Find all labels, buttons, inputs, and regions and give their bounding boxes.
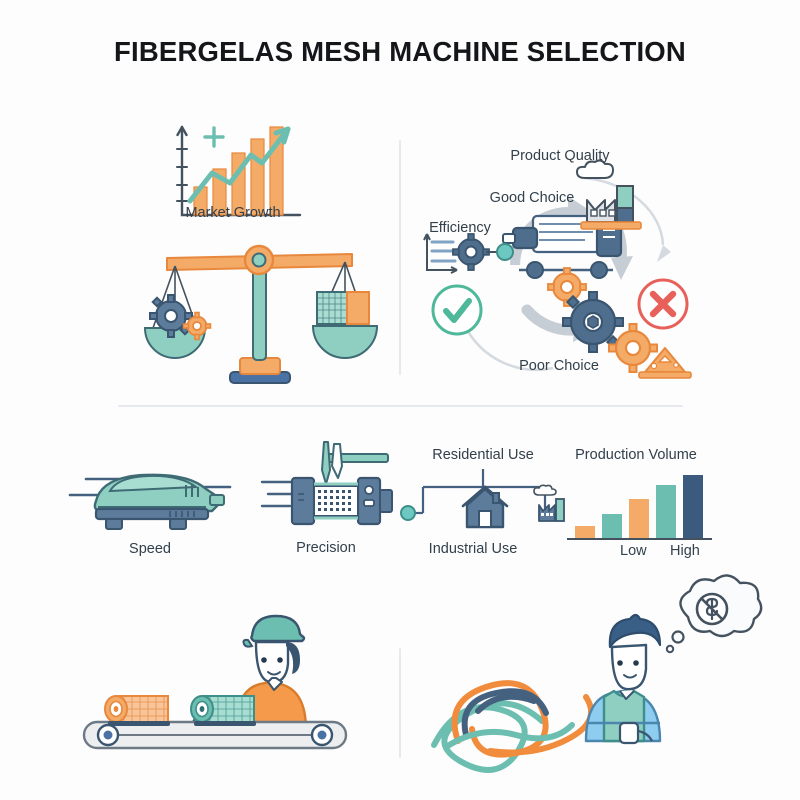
precision-machine-icon — [260, 441, 393, 526]
cycle-arrows-icon — [423, 159, 692, 379]
speed-label: Speed — [129, 541, 171, 557]
node-dot-icon — [400, 505, 416, 521]
product-quality-label: Product Quality — [510, 148, 610, 164]
check-circle-icon — [431, 284, 483, 336]
divider-vertical-bottom — [399, 648, 401, 758]
usage-panel: Residential Use Industrial Use — [400, 445, 565, 565]
poor-choice-label: Poor Choice — [519, 358, 599, 374]
efficiency-meter-icon — [423, 233, 514, 274]
page-title: FIBERGELAS MESH MACHINE SELECTION — [114, 36, 686, 67]
tangled-threads-icon — [431, 680, 594, 773]
industrial-use-label: Industrial Use — [428, 541, 518, 557]
precision-panel: Precision — [260, 440, 402, 565]
bar-chart-icon — [567, 475, 712, 540]
cross-circle-icon — [637, 278, 689, 330]
gears-icon — [562, 291, 624, 353]
no-money-icon — [665, 574, 763, 654]
bar-chart-growth-icon — [176, 125, 302, 217]
market-growth-label: Market Growth — [185, 205, 281, 221]
fast-machine-icon — [68, 473, 232, 530]
speed-panel: Speed — [68, 455, 240, 565]
choice-cycle-panel: Product Quality Good Choice Efficiency P… — [415, 140, 705, 385]
divider-vertical-top — [399, 140, 401, 375]
usage-tree-diagram — [400, 469, 565, 529]
conveyor-panel — [70, 612, 390, 762]
house-icon — [461, 485, 509, 529]
production-volume-panel: Production Volume Low High — [565, 445, 715, 565]
good-choice-label: Good Choice — [489, 190, 575, 206]
balance-scale-icon — [143, 244, 379, 384]
rubble-pile-icon — [638, 347, 692, 379]
residential-use-label: Residential Use — [432, 447, 534, 463]
divider-horizontal — [118, 405, 683, 407]
cost-panel — [430, 574, 763, 773]
market-growth-panel: Market Growth — [143, 115, 380, 385]
factory-small-icon — [533, 484, 565, 522]
precision-label: Precision — [296, 540, 356, 556]
conveyor-worker-icon — [82, 614, 348, 750]
axis-tick-high: High — [670, 543, 700, 559]
factory-icon — [576, 159, 642, 230]
axis-tick-low: Low — [620, 543, 647, 559]
efficiency-label: Efficiency — [429, 220, 491, 236]
production-volume-title: Production Volume — [575, 447, 697, 463]
